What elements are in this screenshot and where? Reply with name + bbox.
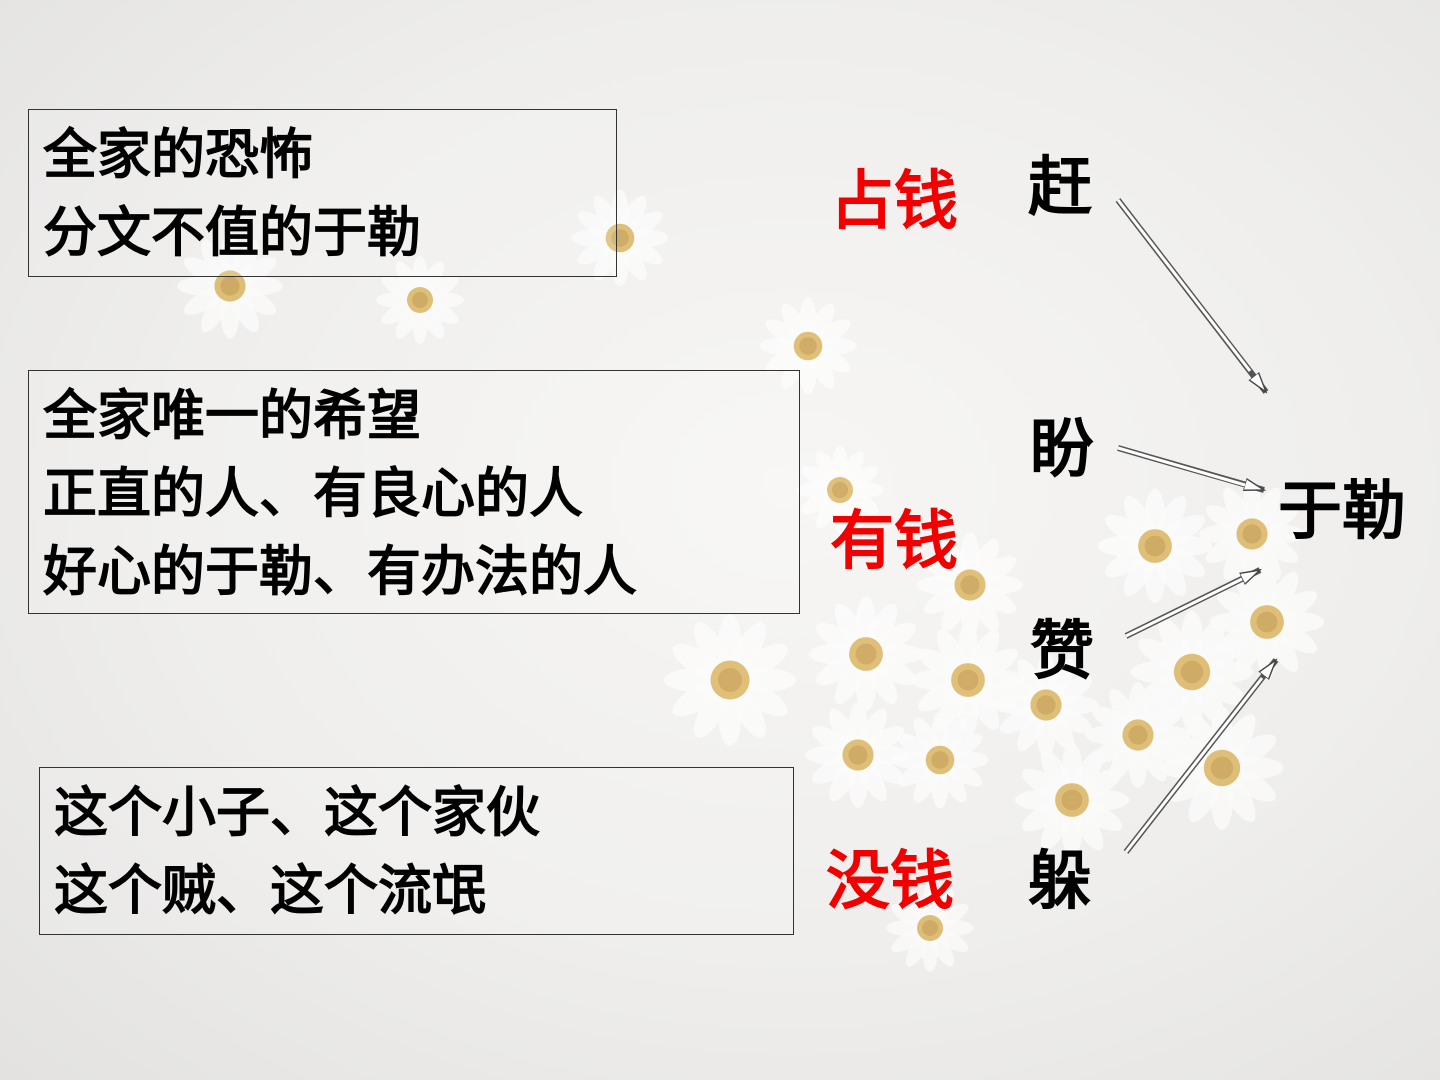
verb-avoid: 躲 — [1028, 845, 1092, 919]
verb-praise: 赞 — [1030, 615, 1094, 689]
money-label-broke: 没钱 — [826, 845, 954, 919]
target-yule: 于勒 — [1278, 475, 1406, 549]
box-line: 全家唯一的希望 — [43, 384, 421, 447]
verb-long-for: 盼 — [1030, 413, 1094, 487]
box-line: 好心的于勒、有办法的人 — [43, 540, 637, 603]
box-line: 分文不值的于勒 — [43, 201, 421, 264]
money-label-occupied: 占钱 — [830, 165, 958, 239]
description-box-fear: 全家的恐怖 分文不值的于勒 — [28, 109, 617, 277]
box-line: 正直的人、有良心的人 — [43, 462, 583, 525]
description-box-hope: 全家唯一的希望 正直的人、有良心的人 好心的于勒、有办法的人 — [28, 370, 800, 614]
box-line: 全家的恐怖 — [43, 123, 313, 186]
money-label-rich: 有钱 — [830, 505, 958, 579]
box-line: 这个小子、这个家伙 — [54, 781, 540, 844]
verb-drive-away: 赶 — [1028, 151, 1092, 225]
description-box-thief: 这个小子、这个家伙 这个贼、这个流氓 — [39, 767, 794, 935]
box-line: 这个贼、这个流氓 — [54, 859, 486, 922]
